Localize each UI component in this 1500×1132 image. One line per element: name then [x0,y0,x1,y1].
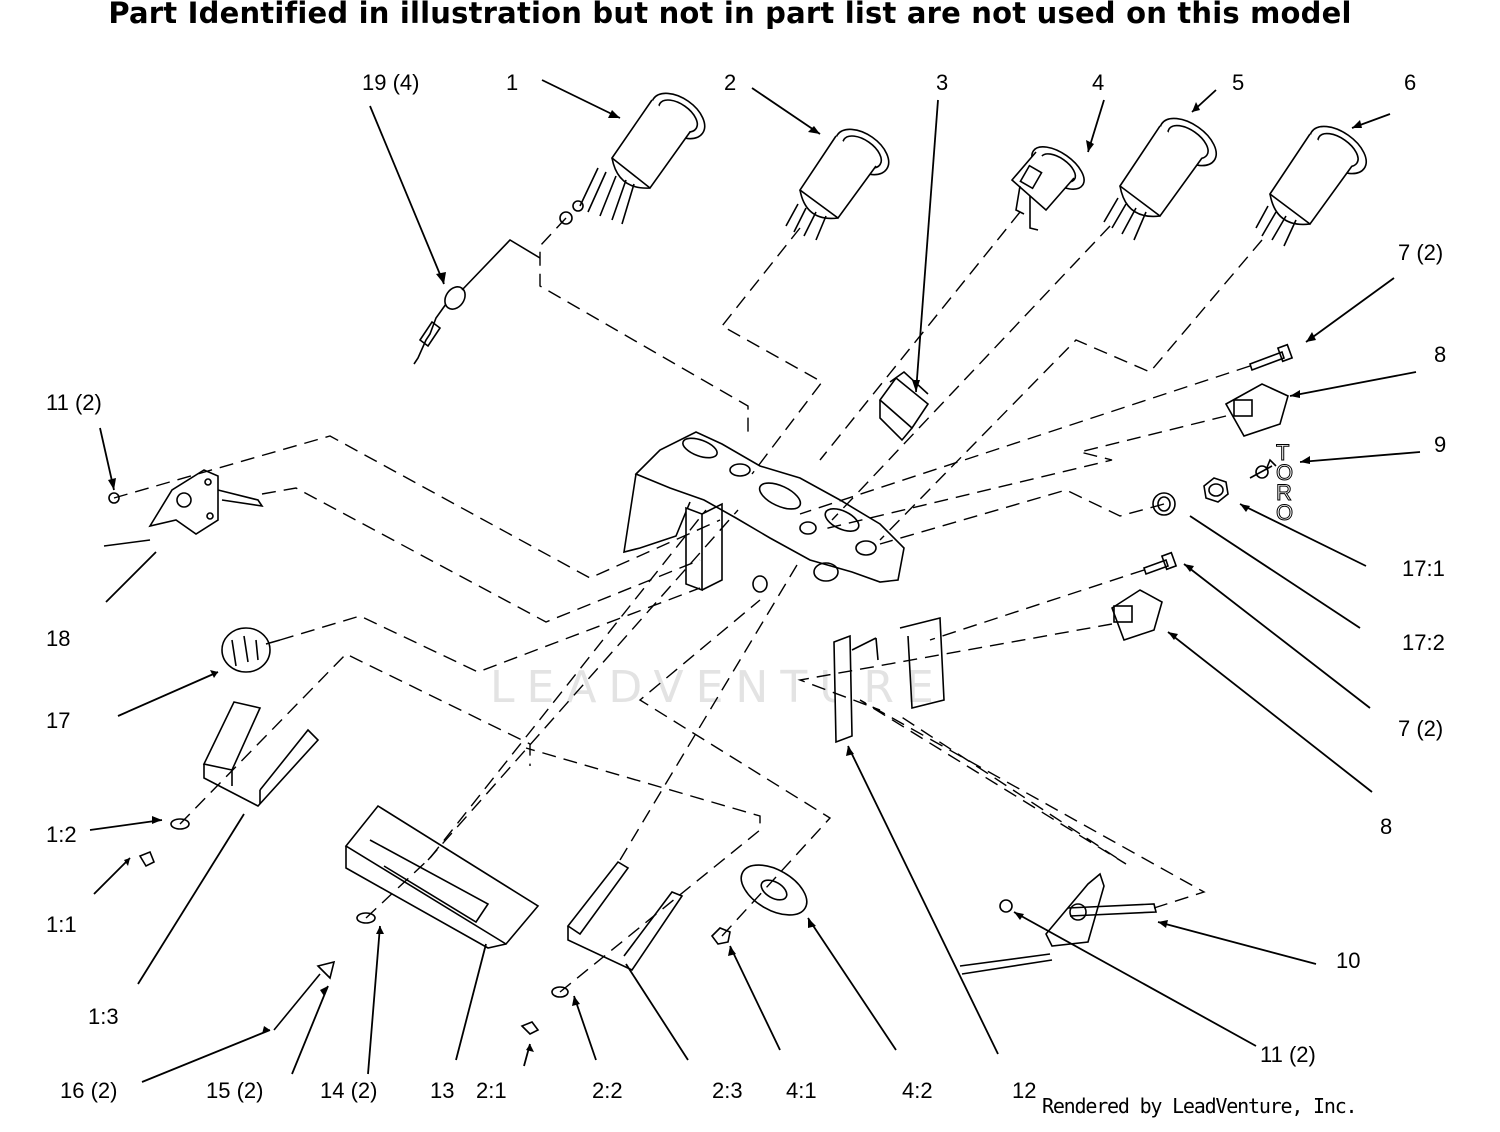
rendered-by-credit: Rendered by LeadVenture, Inc. [1042,1094,1358,1118]
part-2-3-bracket [520,860,684,1035]
part-9-key [1249,458,1277,479]
part-10-lever [959,872,1158,975]
label-16: 16 (2) [60,1078,117,1103]
label-8-lower: 8 [1380,814,1392,839]
callout-labels: 19 (4) 1 2 3 4 5 6 7 (2) 8 9 11 (2) 18 1… [46,70,1446,1103]
label-2-1: 2:1 [476,1078,507,1103]
label-10: 10 [1336,948,1360,973]
label-4-1: 4:1 [786,1078,817,1103]
label-11-left: 11 (2) [46,390,102,415]
toro-letter: R [1276,480,1292,505]
label-17-2: 17:2 [1402,630,1445,655]
part-4-switch [1010,146,1085,231]
part-13-console [273,804,540,1031]
label-7-upper: 7 (2) [1398,240,1443,265]
label-5: 5 [1232,70,1244,95]
watermark: LEADVENTURE [490,662,946,713]
label-17: 17 [46,708,70,733]
label-12: 12 [1012,1078,1036,1103]
assembly-lines [113,211,1263,993]
part-4-1-nut [710,927,731,945]
toro-letter: O [1276,460,1293,485]
label-8-upper: 8 [1434,342,1446,367]
label-2-2: 2:2 [592,1078,623,1103]
label-1-3: 1:3 [88,1004,119,1029]
header-title: Part Identified in illustration but not … [108,0,1352,30]
part-17-2-washer [1152,492,1176,516]
part-8-knob-upper [1224,383,1289,437]
toro-letter: O [1276,500,1293,525]
part-17-1-nut [1203,477,1229,503]
part-17-ignition [221,627,281,673]
label-2: 2 [724,70,736,95]
part-1-gauge [559,92,706,225]
part-4-2-bezel [740,864,808,916]
label-4-2: 4:2 [902,1078,933,1103]
label-1-2: 1:2 [46,822,77,847]
part-7-bolt-upper [1248,343,1294,372]
part-7-bolt-lower [1142,551,1178,576]
label-13: 13 [430,1078,454,1103]
label-4: 4 [1092,70,1104,95]
label-14: 14 (2) [320,1078,377,1103]
label-17-1: 17:1 [1402,556,1445,581]
label-18: 18 [46,626,70,651]
label-2-3: 2:3 [712,1078,743,1103]
leader-lines [89,79,1421,1083]
label-11-right: 11 (2) [1260,1042,1316,1067]
part-19-bulb [413,238,541,365]
label-9: 9 [1434,432,1446,457]
label-3: 3 [936,70,948,95]
label-1: 1 [506,70,518,95]
part-18-lever [103,469,264,547]
label-1-1: 1:1 [46,912,77,937]
part-2-gauge [785,128,890,241]
label-15: 15 (2) [206,1078,263,1103]
dash-panel [623,431,945,744]
label-6: 6 [1404,70,1416,95]
toro-letter: T [1276,440,1289,465]
part-6-gauge [1255,125,1367,247]
leader-arrowheads [108,102,1362,1052]
part-5-gauge [1103,117,1217,241]
part-1-3-bracket [138,701,320,868]
part-8-knob-lower [1111,589,1163,642]
label-7-lower: 7 (2) [1398,716,1443,741]
label-19: 19 (4) [362,70,419,95]
part-3-connector [878,370,930,442]
